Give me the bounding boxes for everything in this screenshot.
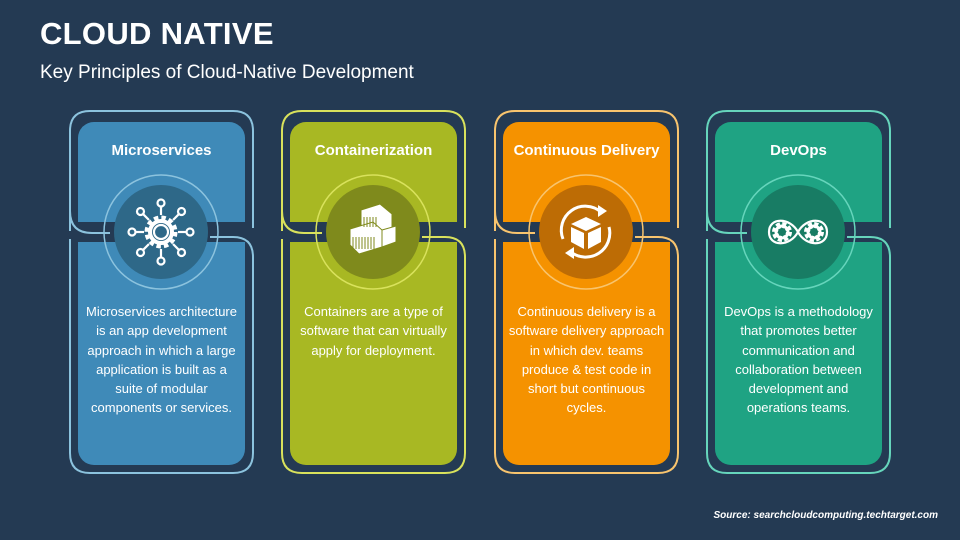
card-outline [706, 110, 891, 474]
icon-badge [740, 174, 856, 290]
gears-infinity-icon [767, 219, 829, 245]
card-outline [281, 110, 466, 474]
card-description: Containers are a type of software that c… [300, 304, 447, 358]
card-continuous-delivery: Continuous Delivery Continuous delivery … [494, 110, 679, 474]
card-body-panel [78, 242, 245, 465]
card-microservices: Microservices Microservices architecture… [69, 110, 254, 474]
icon-badge [528, 174, 644, 290]
card-devops: DevOps DevOps is a methodology that prom… [706, 110, 891, 474]
page-subtitle: Key Principles of Cloud-Native Developme… [40, 62, 414, 83]
card-body-panel [290, 242, 457, 465]
card-description: Continuous delivery is a software delive… [508, 304, 665, 416]
card-title: DevOps [770, 142, 827, 159]
card-body-panel [503, 242, 670, 465]
source-note: Source: searchcloudcomputing.techtarget.… [713, 510, 939, 521]
box-cycle-icon [559, 204, 612, 259]
card-outline [69, 110, 254, 474]
card-description: Microservices architecture is an app dev… [86, 304, 237, 416]
card-body-panel [715, 242, 882, 465]
network-gear-icon [127, 198, 195, 266]
icon-badge [315, 174, 431, 290]
card-description: DevOps is a methodology that promotes be… [724, 304, 873, 416]
card-title: Containerization [314, 142, 433, 159]
card-containerization: Containerization Containers are a type o… [281, 110, 466, 474]
containers-icon [349, 203, 397, 255]
icon-badge [103, 174, 219, 290]
card-title: Microservices [111, 142, 212, 159]
page-title: CLOUD NATIVE [40, 16, 274, 51]
card-outline [494, 110, 679, 474]
card-title: Continuous Delivery [513, 142, 660, 159]
